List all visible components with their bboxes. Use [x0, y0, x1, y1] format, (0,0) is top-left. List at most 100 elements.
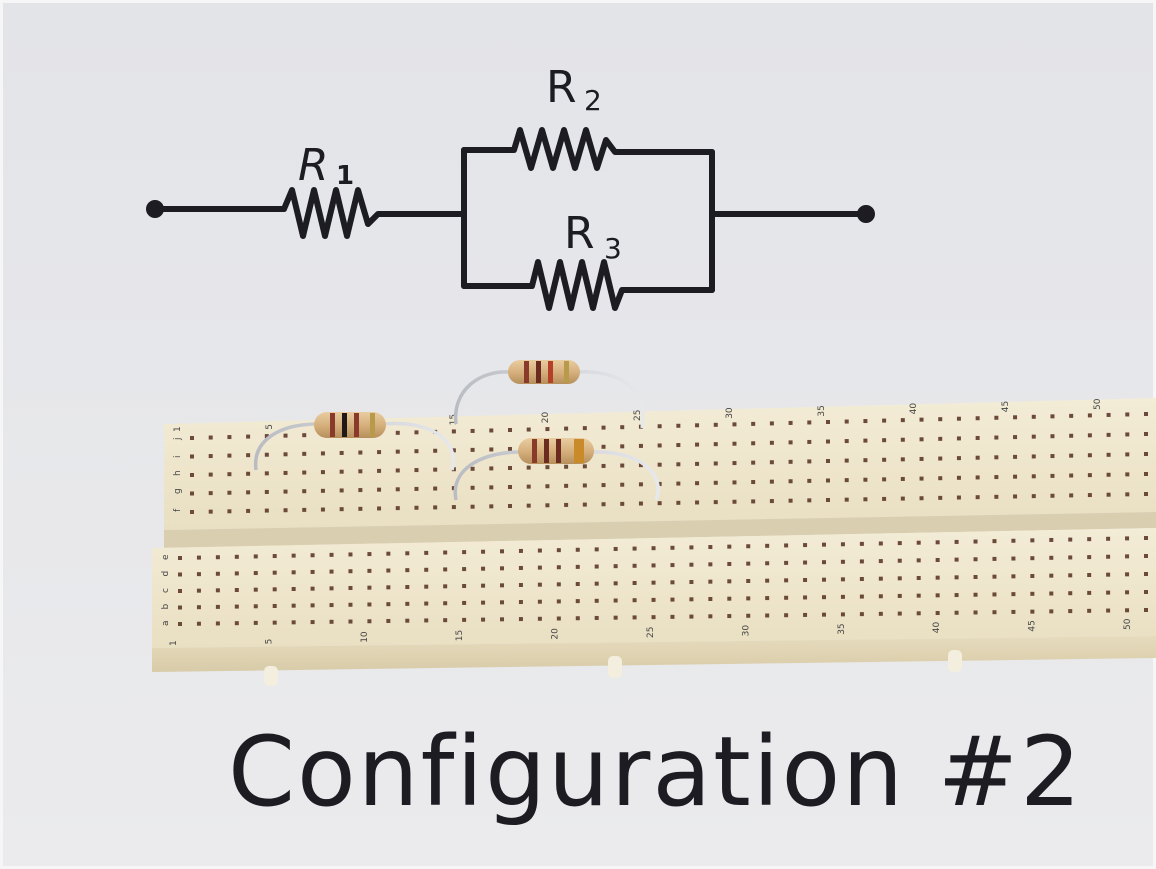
r3-label: R 3 [564, 208, 622, 265]
breadboard-hole [500, 617, 504, 622]
breadboard-hole [788, 479, 793, 484]
breadboard-hole [727, 561, 732, 566]
breadboard-hole [708, 596, 713, 601]
breadboard-hole [358, 506, 363, 511]
r2-band-3 [548, 361, 553, 383]
breadboard-hole [632, 598, 637, 603]
breadboard-hole [695, 500, 700, 505]
column-number-label: 50 [1093, 398, 1103, 410]
breadboard-hole [844, 439, 849, 444]
breadboard-hole [234, 588, 239, 592]
breadboard-hole [329, 586, 334, 591]
breadboard-hole [564, 464, 569, 469]
breadboard-hole [863, 497, 868, 502]
breadboard-hole [470, 466, 475, 471]
breadboard-hole [708, 614, 713, 619]
breadboard-hole [500, 600, 504, 605]
breadboard-hole [537, 616, 542, 621]
breadboard-hole [395, 506, 400, 511]
breadboard-hole [859, 612, 864, 617]
breadboard-hole [746, 561, 751, 566]
breadboard-hole [900, 418, 905, 423]
breadboard-hole [208, 435, 213, 440]
breadboard-hole [900, 457, 905, 462]
breadboard-hole [329, 552, 334, 557]
breadboard-hole [283, 508, 288, 513]
breadboard-hole [975, 435, 980, 440]
resistor-r1-physical [253, 412, 456, 471]
breadboard-hole [1050, 414, 1055, 419]
breadboard-hole [196, 572, 201, 577]
breadboard-hole [695, 442, 700, 447]
breadboard-hole [470, 485, 475, 490]
breadboard-hole [882, 418, 887, 423]
breadboard-hole [788, 440, 793, 445]
breadboard-hole [1068, 591, 1073, 596]
breadboard-hole [272, 603, 277, 608]
breadboard-hole [348, 619, 353, 624]
breadboard-hole [594, 598, 599, 603]
breadboard-hole [807, 439, 812, 444]
breadboard-hole [1125, 554, 1130, 559]
breadboard-hole [727, 596, 732, 601]
breadboard-hole [935, 575, 940, 580]
breadboard-hole [500, 566, 504, 571]
breadboard-hole [196, 621, 201, 626]
breadboard-hole [253, 571, 258, 576]
breadboard-foot-right [948, 650, 962, 672]
breadboard-hole [651, 546, 656, 551]
breadboard-hole [746, 579, 751, 583]
breadboard-hole [196, 588, 201, 593]
breadboard-hole [878, 541, 883, 546]
breadboard-hole [405, 601, 410, 606]
breadboard-hole [1144, 608, 1148, 612]
breadboard-hole [227, 490, 232, 495]
breadboard-hole [1011, 538, 1016, 543]
breadboard-hole [651, 597, 656, 602]
breadboard-hole [713, 461, 718, 466]
breadboard-hole [526, 427, 531, 432]
breadboard-hole [769, 440, 774, 445]
breadboard-hole [395, 449, 400, 454]
breadboard-hole [956, 475, 961, 480]
breadboard-hole [1106, 536, 1111, 541]
r1-band-3 [354, 413, 359, 437]
breadboard-front-face [152, 636, 1156, 672]
breadboard-hole [481, 617, 486, 622]
breadboard-hole [358, 469, 363, 474]
r1-resistor-symbol [281, 187, 467, 239]
breadboard-hole [826, 459, 830, 463]
breadboard-hole [208, 472, 213, 477]
breadboard-hole [732, 422, 737, 427]
breadboard-hole [840, 542, 845, 547]
r3-label-letter: R [564, 208, 595, 259]
breadboard-hole [208, 509, 213, 514]
breadboard-hole [992, 574, 997, 579]
breadboard-hole [339, 450, 344, 455]
breadboard-hole [1050, 434, 1055, 439]
breadboard-hole [900, 476, 905, 481]
breadboard-hole [975, 495, 980, 500]
breadboard-hole [470, 428, 475, 433]
r2-band-1 [524, 361, 529, 383]
breadboard-hole [405, 568, 410, 573]
breadboard-hole [897, 593, 902, 598]
breadboard-hole [526, 484, 531, 489]
breadboard-hole [264, 489, 269, 494]
breadboard-hole [1030, 609, 1035, 614]
breadboard-hole [897, 611, 902, 616]
breadboard-hole [545, 503, 550, 508]
breadboard-hole [1106, 572, 1111, 577]
column-number-label: 1 [169, 640, 179, 646]
breadboard-hole [670, 597, 675, 602]
breadboard-hole [844, 458, 849, 463]
breadboard-hole [613, 564, 618, 569]
breadboard-hole [190, 473, 194, 477]
breadboard-hole [329, 569, 334, 574]
breadboard-hole [348, 602, 353, 607]
breadboard-hole [545, 465, 550, 470]
breadboard-hole [840, 612, 845, 617]
breadboard-hole [732, 480, 737, 485]
breadboard-hole [613, 615, 618, 620]
